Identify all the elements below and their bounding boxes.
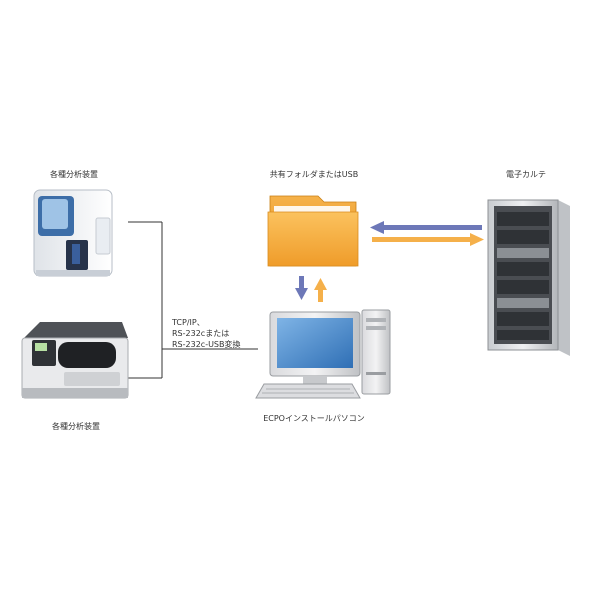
arrow-pc-to-folder: [314, 278, 327, 302]
ecpo-pc-label: ECPOインストールパソコン: [263, 414, 365, 423]
connection-line-2: RS-232cまたは: [172, 329, 230, 338]
analyzer-top-label: 各種分析装置: [50, 170, 98, 179]
arrow-folder-to-pc: [295, 276, 308, 300]
server-rack-icon: [487, 199, 570, 356]
analyzer-bottom-label: 各種分析装置: [52, 422, 100, 431]
connection-line-3: RS-232c-USB変換: [172, 340, 241, 349]
emr-label: 電子カルテ: [506, 170, 546, 179]
folder-icon: [267, 195, 359, 267]
connection-methods-label: TCP/IP、 RS-232cまたは RS-232c-USB変換: [172, 317, 241, 350]
shared-folder-label: 共有フォルダまたはUSB: [269, 170, 359, 179]
arrow-folder-to-emr: [372, 233, 484, 246]
connection-line-1: TCP/IP、: [172, 318, 205, 327]
blood-analyzer-icon: [33, 189, 113, 277]
desktop-computer-icon: [255, 309, 391, 399]
lab-analyzer-printer-icon: [21, 322, 129, 399]
connector-bracket: [128, 221, 258, 379]
arrow-emr-to-folder: [370, 221, 482, 234]
